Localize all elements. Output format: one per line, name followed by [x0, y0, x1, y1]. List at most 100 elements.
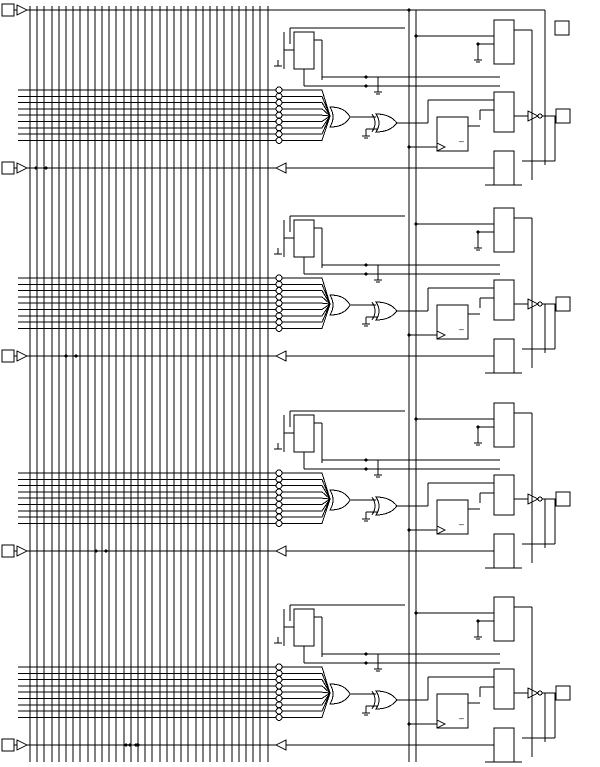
pin-icon: [554, 20, 570, 36]
buffer-icon: [274, 162, 287, 174]
junction-dot: [476, 425, 480, 429]
junction-dot: [34, 166, 38, 170]
and-input-bubble: [275, 136, 283, 144]
mux-icon: [493, 474, 515, 516]
pin-icon: [555, 685, 571, 701]
product-term-route: [282, 692, 331, 718]
xor-gate-icon: [375, 113, 398, 133]
pin-icon: [1, 738, 15, 752]
macrocell-3: –: [18, 402, 571, 569]
enable-block: [293, 608, 315, 647]
junction-dot: [407, 722, 411, 726]
xor-gate-icon: [371, 301, 376, 321]
junction-dot: [136, 743, 140, 747]
and-input-bubble: [275, 105, 283, 113]
io-pins: [1, 3, 570, 752]
flip-flop-icon: [436, 499, 469, 535]
product-term-route: [282, 679, 331, 694]
buffer-icon: [274, 350, 287, 362]
pin-icon: [555, 491, 571, 507]
product-term-route: [282, 303, 331, 317]
clock-input-icon: [436, 719, 447, 729]
junction-dot: [364, 272, 368, 276]
or-gate-icon: [329, 294, 351, 316]
product-term-route: [282, 691, 331, 694]
junction-dot: [414, 417, 418, 421]
product-term-route: [282, 685, 331, 694]
inverted-output-mark: –: [459, 137, 464, 146]
and-input-bubble: [275, 111, 283, 119]
and-input-bubble: [275, 701, 283, 709]
mux-icon: [493, 279, 515, 321]
and-input-bubble: [275, 676, 283, 684]
product-term-route: [282, 498, 331, 518]
buffer-icon: [274, 545, 287, 557]
register-block: [493, 19, 515, 65]
feedback-block: [493, 338, 515, 374]
product-term-route: [282, 115, 331, 135]
clock-input-icon: [436, 525, 447, 535]
junction-dot: [407, 145, 411, 149]
junction-dot: [476, 230, 480, 234]
buffer-icon: [16, 545, 29, 557]
and-input-bubble: [275, 124, 283, 132]
and-input-bubble: [275, 324, 283, 332]
register-block: [493, 402, 515, 448]
interconnect-bus: [29, 6, 417, 762]
macrocell-4: –: [18, 596, 571, 763]
product-term-route: [282, 95, 331, 117]
inverted-output-mark: –: [459, 714, 464, 723]
buffer-icon: [16, 739, 29, 751]
buffer-icon: [527, 110, 540, 122]
buffer-icon: [16, 739, 29, 751]
and-input-bubble: [275, 688, 283, 696]
io-pin-5: [1, 738, 494, 752]
product-term-route: [282, 303, 331, 329]
junction-dot: [104, 549, 108, 553]
macrocell-2: –: [18, 207, 571, 374]
junction-dot: [407, 8, 411, 12]
junction-dot: [64, 354, 68, 358]
feedback-block: [493, 727, 515, 763]
and-input-bubble: [275, 293, 283, 301]
product-term-route: [282, 296, 331, 305]
enable-block: [293, 219, 315, 258]
product-term-route: [282, 303, 331, 310]
feedback-block: [493, 150, 515, 186]
product-term-route: [282, 498, 331, 524]
pin-icon: [1, 544, 15, 558]
enable-block: [293, 414, 315, 453]
clock-input-icon: [436, 330, 447, 340]
junction-dot: [476, 619, 480, 623]
and-input-bubble: [275, 475, 283, 483]
product-term-route: [282, 666, 331, 694]
buffer-icon: [527, 493, 540, 505]
product-term-route: [282, 115, 331, 129]
pin-icon: [1, 738, 15, 752]
and-input-bubble: [275, 299, 283, 307]
product-term-route: [282, 498, 331, 512]
and-input-bubble: [275, 494, 283, 502]
xor-gate-icon: [371, 113, 376, 133]
product-term-route: [282, 102, 331, 117]
junction-dot: [414, 222, 418, 226]
pin-icon: [555, 296, 571, 312]
register-block: [493, 207, 515, 253]
junction-dot: [414, 611, 418, 615]
and-input-bubble: [275, 118, 283, 125]
pin-icon: [1, 349, 15, 363]
junction-dot: [94, 549, 98, 553]
mux-icon: [493, 91, 515, 133]
flip-flop-icon: [436, 116, 469, 152]
buffer-icon: [274, 739, 287, 751]
xor-gate-icon: [371, 496, 376, 516]
or-gate-icon: [329, 106, 351, 128]
junction-dot: [414, 34, 418, 38]
product-term-route: [282, 290, 331, 305]
buffer-icon: [16, 350, 29, 362]
inverted-output-mark: –: [459, 325, 464, 334]
junction-dot: [364, 467, 368, 471]
product-term-route: [282, 303, 331, 323]
io-pin-2: [1, 349, 494, 363]
